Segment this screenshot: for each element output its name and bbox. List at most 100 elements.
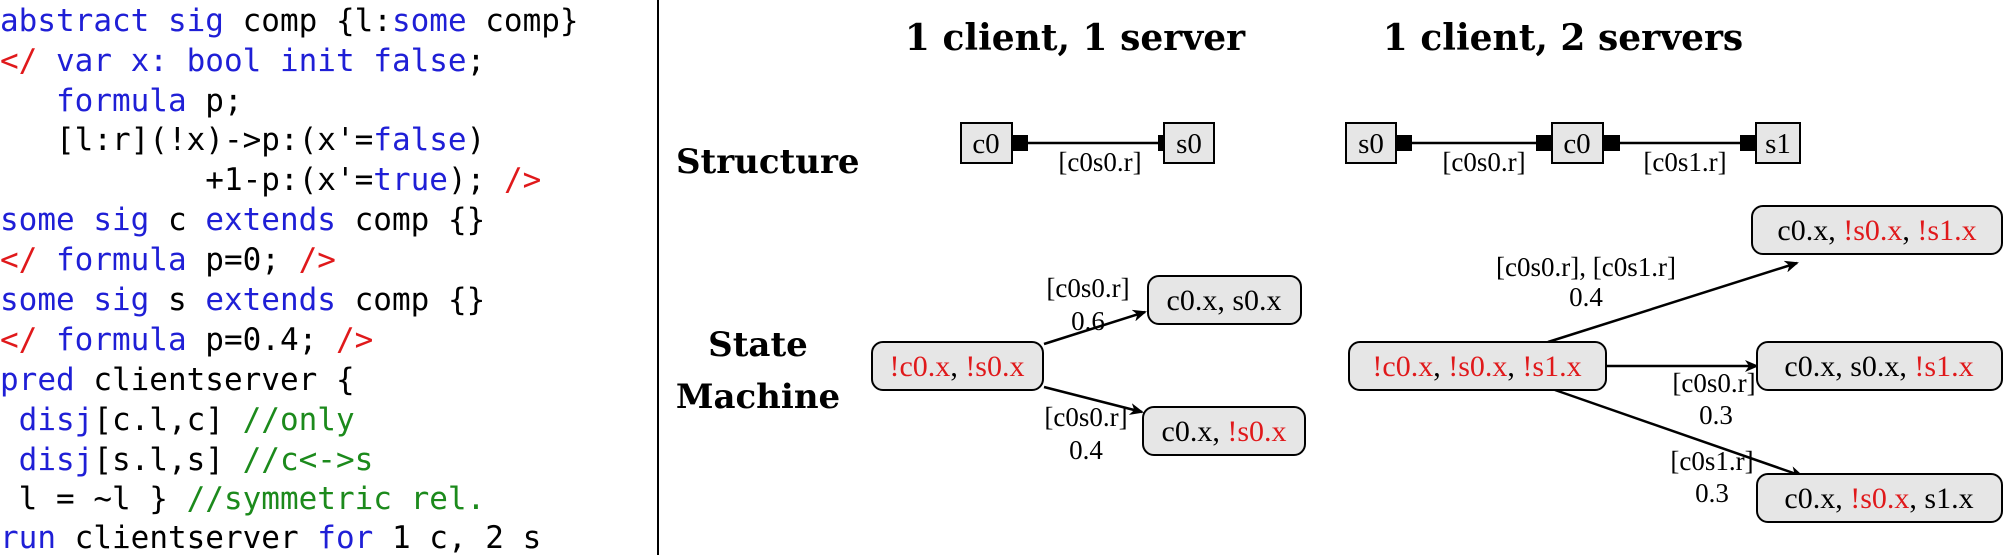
- code-token: s: [149, 282, 206, 318]
- negated-literal: !c0.x: [1372, 350, 1433, 383]
- code-token: />: [503, 162, 542, 198]
- code-line: l = ~l } //symmetric rel.: [0, 479, 486, 519]
- code-token: for: [317, 520, 374, 555]
- state-node-start: [1348, 341, 1607, 391]
- state-label: c0.x, !s0.x: [1162, 415, 1287, 448]
- negated-literal: !c0.x: [890, 350, 951, 383]
- code-token: //c<->s: [242, 442, 374, 478]
- code-line: run clientserver for 1 c, 2 s: [0, 518, 541, 555]
- code-token: false: [373, 122, 467, 158]
- literal: ,: [1507, 350, 1522, 383]
- state-node-start: [871, 341, 1044, 391]
- transition-arrow: [1547, 260, 1799, 344]
- negated-literal: !s0.x: [965, 350, 1024, 383]
- code-line: disj[c.l,c] //only: [0, 400, 355, 440]
- code-token: +1-p:(x'=: [0, 162, 374, 198]
- transition-label: [c0s1.r]: [1670, 446, 1753, 476]
- code-token: p=0;: [186, 242, 299, 278]
- transition-probability: 0.6: [1071, 306, 1105, 336]
- component-node-c0: [960, 122, 1013, 164]
- code-token: </: [0, 242, 38, 278]
- state-label: c0.x, s0.x, !s1.x: [1784, 350, 1973, 383]
- negated-literal: !s0.x: [1843, 214, 1902, 247]
- code-token: run: [0, 520, 56, 555]
- code-line: [l:r](!x)->p:(x'=false): [0, 120, 485, 160]
- port-square: [1012, 135, 1028, 151]
- negated-literal: !s1.x: [1914, 350, 1973, 383]
- row-label-structure: Structure: [676, 142, 860, 182]
- transition-probability: 0.3: [1699, 400, 1733, 430]
- code-token: [s.l,s]: [93, 442, 243, 478]
- state-label: !c0.x, !s0.x: [890, 350, 1025, 383]
- transition-label: [c0s0.r], [c0s1.r]: [1496, 252, 1676, 282]
- code-line: formula p;: [0, 81, 243, 121]
- code-token: comp {}: [335, 202, 486, 238]
- code-token: formula: [37, 242, 187, 278]
- component-node-s0: [1345, 122, 1397, 164]
- negated-literal: !s0.x: [1850, 482, 1909, 515]
- code-line: some sig s extends comp {}: [0, 280, 485, 320]
- structure-edge-label: [c0s0.r]: [1058, 147, 1141, 177]
- code-token: l = ~l }: [0, 481, 187, 517]
- code-line: </ var x: bool init false;: [0, 41, 485, 81]
- code-line: +1-p:(x'=true); />: [0, 160, 541, 200]
- code-line: some sig c extends comp {}: [0, 200, 485, 240]
- state-label: !c0.x, !s0.x, !s1.x: [1372, 350, 1581, 383]
- literal: c0.x, s0.x: [1167, 284, 1282, 317]
- transition-label: [c0s0.r]: [1044, 402, 1127, 432]
- row-label-machine: Machine: [676, 377, 840, 417]
- code-token: [l:r](!x)->p:(x'=: [0, 122, 374, 158]
- port-square: [1740, 135, 1756, 151]
- state-node-top: [1147, 275, 1302, 325]
- code-line: abstract sig comp {l:some comp}: [0, 1, 579, 41]
- code-token: //symmetric rel.: [186, 481, 486, 517]
- state-label: c0.x, s0.x: [1167, 284, 1282, 317]
- code-token: </: [0, 43, 38, 79]
- component-label: c0: [972, 128, 999, 160]
- code-token: bool init false: [186, 43, 467, 79]
- negated-literal: !s1.x: [1522, 350, 1581, 383]
- component-label: s0: [1176, 128, 1202, 160]
- component-node-c0: [1551, 122, 1604, 164]
- state-label: c0.x, !s0.x, !s1.x: [1777, 214, 1976, 247]
- code-token: c: [149, 202, 206, 238]
- literal: ,: [1433, 350, 1448, 383]
- code-token: some sig: [0, 202, 150, 238]
- code-token: );: [447, 162, 504, 198]
- code-token: p=0.4;: [186, 322, 336, 358]
- transition-label: [c0s0.r]: [1046, 273, 1129, 303]
- code-token: some: [391, 3, 467, 39]
- structure-edge-label: [c0s0.r]: [1442, 147, 1525, 177]
- literal: ,: [950, 350, 965, 383]
- literal: ,: [1902, 214, 1917, 247]
- negated-literal: !s0.x: [1448, 350, 1507, 383]
- code-token: abstract sig: [0, 3, 224, 39]
- code-token: var x:: [37, 43, 187, 79]
- code-token: </: [0, 322, 38, 358]
- transition-probability: 0.4: [1569, 282, 1603, 312]
- code-token: formula: [0, 83, 187, 119]
- component-node-s1: [1755, 122, 1801, 164]
- literal: c0.x,: [1777, 214, 1843, 247]
- structure-left: c0 s0 [c0s0.r]: [960, 122, 1215, 177]
- component-label: s1: [1765, 128, 1791, 160]
- state-node-top: [1751, 205, 2003, 255]
- code-token: extends: [205, 282, 336, 318]
- component-label: s0: [1358, 128, 1384, 160]
- transition-arrow: [1554, 388, 1804, 478]
- code-line: pred clientserver {: [0, 360, 355, 400]
- transition-label: [c0s0.r]: [1672, 368, 1755, 398]
- code-token: comp {l:: [223, 3, 392, 39]
- component-label: c0: [1563, 128, 1590, 160]
- code-token: pred: [0, 362, 75, 398]
- code-token: true: [373, 162, 448, 198]
- code-token: />: [335, 322, 374, 358]
- code-line: disj[s.l,s] //c<->s: [0, 440, 374, 480]
- code-token: ): [466, 122, 486, 158]
- code-token: p;: [186, 83, 243, 119]
- state-node-bottom: [1756, 473, 2003, 523]
- code-token: formula: [37, 322, 187, 358]
- transition-probability: 0.4: [1069, 435, 1103, 465]
- negated-literal: !s0.x: [1227, 415, 1286, 448]
